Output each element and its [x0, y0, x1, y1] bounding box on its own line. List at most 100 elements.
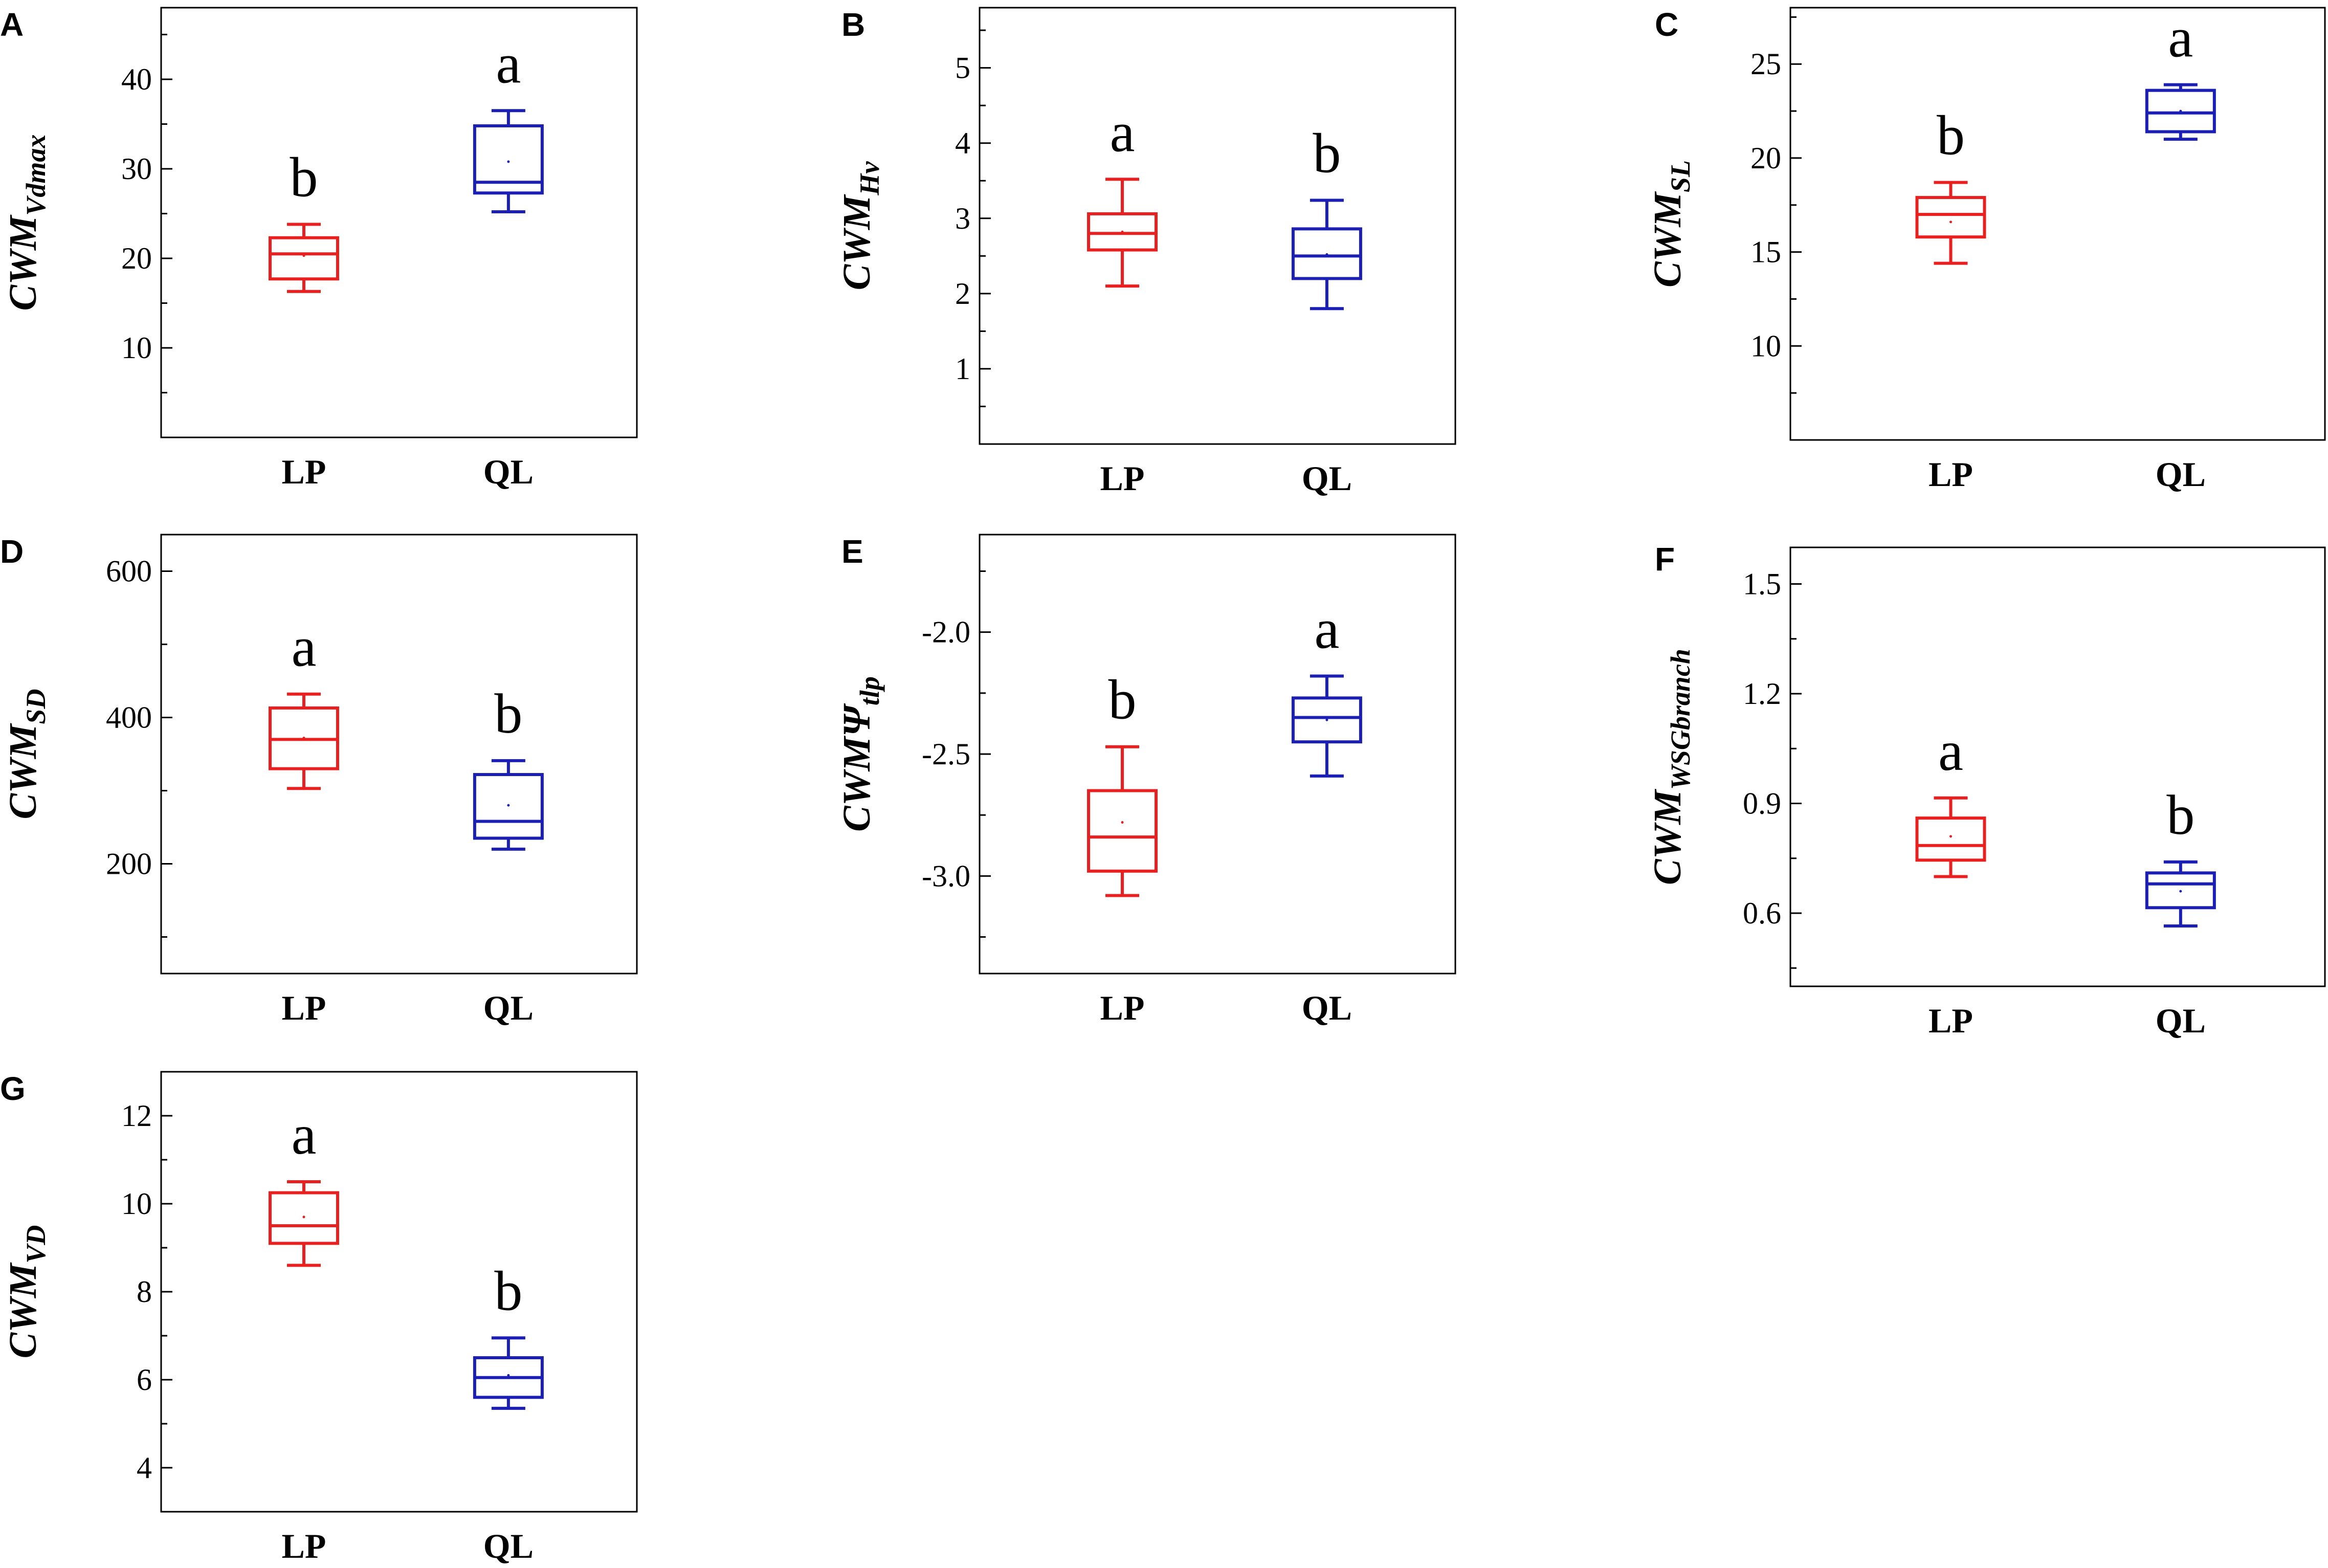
- y-tick-label: 0.9: [1743, 787, 1781, 821]
- plot-frame: [1789, 546, 2326, 987]
- y-tick-label: 10: [121, 331, 152, 365]
- y-axis-label: CWMVdmax: [2, 135, 51, 311]
- iqr-box: [1915, 816, 1986, 862]
- mean-point: [302, 737, 305, 740]
- panel-letter: E: [841, 533, 863, 570]
- y-axis-label: CWMVD: [2, 1225, 51, 1359]
- x-category-label: QL: [1302, 459, 1352, 498]
- y-tick-label: 600: [106, 555, 152, 588]
- y-tick-label: 2: [955, 277, 970, 311]
- iqr-box: [1087, 789, 1158, 873]
- y-tick-label: 5: [955, 51, 970, 85]
- x-category-label: QL: [483, 452, 534, 491]
- significance-letter: a: [1938, 720, 1963, 782]
- panel-letter: F: [1655, 541, 1675, 578]
- y-tick-label: 1.5: [1743, 567, 1781, 601]
- y-tick-label: 0.6: [1743, 896, 1781, 930]
- y-tick-label: 20: [121, 241, 152, 275]
- significance-letter: b: [494, 682, 522, 745]
- x-category-label: QL: [2156, 455, 2206, 494]
- mean-point: [507, 804, 510, 807]
- y-tick-label: 40: [121, 62, 152, 96]
- y-axis-label-main: CWM: [1646, 789, 1689, 885]
- mean-point: [1325, 718, 1328, 721]
- x-category-label: QL: [483, 1527, 534, 1565]
- significance-letter: a: [1314, 598, 1339, 660]
- significance-letter: b: [1313, 122, 1341, 184]
- box-ql: b: [473, 682, 544, 851]
- box-ql: a: [1291, 598, 1362, 778]
- y-axis-label-main: CWMΨ: [835, 703, 878, 832]
- box-ql: b: [1291, 122, 1362, 311]
- significance-letter: a: [292, 616, 317, 678]
- iqr-box: [473, 124, 544, 195]
- x-category-label: QL: [483, 988, 534, 1027]
- y-tick-label: 3: [955, 202, 970, 235]
- mean-point: [1325, 253, 1328, 256]
- panel-letter: C: [1655, 6, 1678, 43]
- y-axis-label-subscript: SD: [20, 689, 51, 724]
- y-tick-label: 12: [121, 1099, 152, 1133]
- y-tick-label: 10: [121, 1187, 152, 1221]
- box-lp: b: [1087, 669, 1158, 897]
- box-ql: a: [2145, 7, 2216, 141]
- y-tick-label: 200: [106, 847, 152, 881]
- box-lp: a: [1087, 101, 1158, 288]
- y-axis-label-subscript: Vdmax: [20, 135, 51, 216]
- y-tick-label: 15: [1750, 235, 1781, 269]
- iqr-box: [1291, 696, 1362, 744]
- y-axis-label: CWMWSGbranch: [1646, 649, 1696, 885]
- y-axis-label-main: CWM: [835, 194, 878, 290]
- y-axis-label-subscript: SL: [1665, 160, 1696, 192]
- y-axis-label-main: CWM: [2, 723, 45, 819]
- box-ql: a: [473, 32, 544, 213]
- iqr-box: [2145, 871, 2216, 910]
- box-lp: a: [1915, 720, 1986, 878]
- y-axis-label-main: CWM: [2, 1262, 45, 1358]
- box-lp: a: [269, 1103, 339, 1267]
- box-lp: b: [269, 146, 339, 293]
- y-tick-label: 8: [137, 1275, 152, 1309]
- y-tick-label: 4: [955, 126, 970, 160]
- x-category-label: LP: [1928, 1001, 1973, 1040]
- significance-letter: a: [2168, 7, 2193, 69]
- y-tick-label: 400: [106, 701, 152, 735]
- panel-letter: D: [0, 533, 24, 570]
- significance-letter: b: [494, 1260, 522, 1322]
- y-tick-label: 25: [1750, 47, 1781, 81]
- box-lp: a: [269, 616, 339, 790]
- y-axis-label: CWMΨtlp: [835, 676, 885, 832]
- x-category-label: LP: [1100, 459, 1145, 498]
- mean-point: [507, 1374, 510, 1377]
- iqr-box: [473, 773, 544, 840]
- plot-frame: [979, 7, 1456, 445]
- mean-point: [1949, 835, 1952, 838]
- panel-letter: G: [0, 1070, 26, 1107]
- mean-point: [302, 254, 305, 257]
- y-axis-label-subscript: tlp: [854, 676, 885, 705]
- significance-letter: a: [292, 1103, 317, 1166]
- y-tick-label: 30: [121, 152, 152, 186]
- y-tick-label: 6: [137, 1363, 152, 1397]
- y-axis-label-main: CWM: [2, 214, 45, 311]
- y-tick-label: 1.2: [1743, 677, 1781, 711]
- mean-point: [2179, 890, 2182, 893]
- iqr-box: [269, 236, 339, 281]
- y-tick-label: 20: [1750, 141, 1781, 175]
- y-axis-label-subscript: Hv: [854, 161, 885, 196]
- y-tick-label: 1: [955, 352, 970, 386]
- y-axis-label: CWMSD: [2, 689, 51, 820]
- x-category-label: QL: [1302, 988, 1352, 1027]
- y-tick-label: 4: [137, 1451, 152, 1485]
- iqr-box: [269, 1191, 339, 1245]
- y-tick-label: -2.0: [922, 615, 970, 649]
- box-ql: b: [473, 1260, 544, 1410]
